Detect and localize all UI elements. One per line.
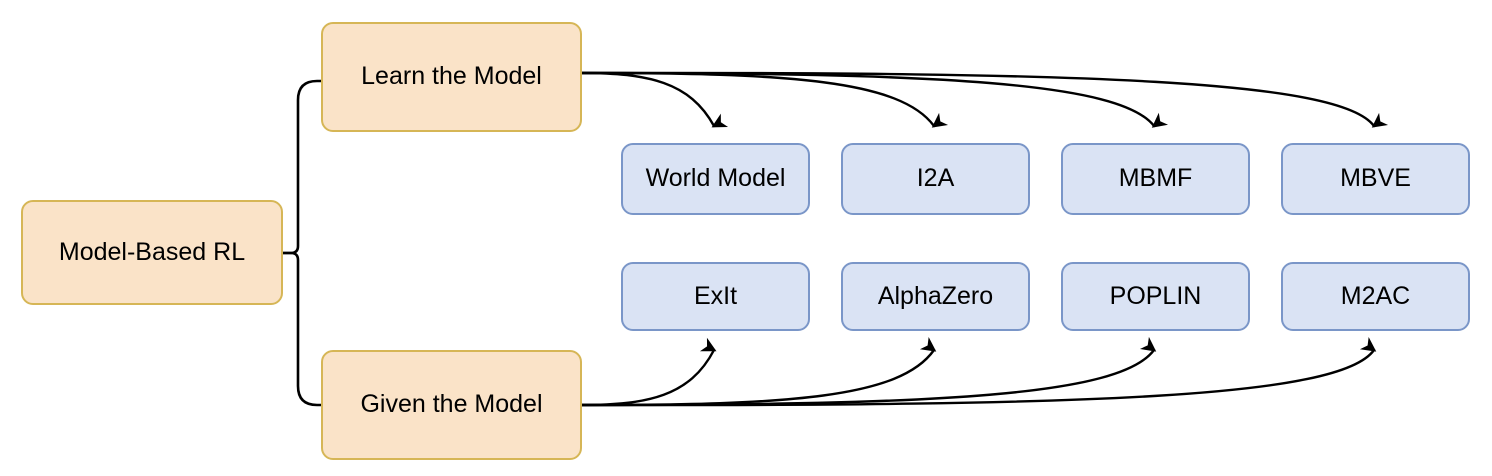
node-exit-label: ExIt xyxy=(693,281,738,310)
node-exit[interactable]: ExIt xyxy=(621,262,810,331)
edge-given-to-exit xyxy=(580,337,717,407)
node-m2ac-label: M2AC xyxy=(1340,281,1411,310)
node-learn-the-model[interactable]: Learn the Model xyxy=(321,22,582,132)
edge-learn-to-mbve xyxy=(580,71,1389,128)
edge-given-to-poplin xyxy=(580,336,1157,407)
node-world-model[interactable]: World Model xyxy=(621,143,810,215)
node-given-the-model[interactable]: Given the Model xyxy=(321,350,582,460)
node-world-model-label: World Model xyxy=(645,164,786,193)
node-learn-the-model-label: Learn the Model xyxy=(361,62,542,91)
edge-learn-to-world-model xyxy=(580,71,729,128)
edge-bracket-root-to-branches xyxy=(281,79,323,407)
node-mbve-label: MBVE xyxy=(1340,164,1411,193)
node-mbmf-label: MBMF xyxy=(1118,164,1193,193)
node-model-based-rl[interactable]: Model-Based RL xyxy=(21,200,283,305)
edge-given-to-m2ac xyxy=(580,336,1377,407)
edge-learn-to-i2a xyxy=(580,71,949,128)
node-model-based-rl-label: Model-Based RL xyxy=(58,237,246,266)
node-alphazero[interactable]: AlphaZero xyxy=(841,262,1030,331)
node-mbmf[interactable]: MBMF xyxy=(1061,143,1250,215)
edges-given-to-leaves xyxy=(580,336,1377,407)
node-alphazero-label: AlphaZero xyxy=(877,281,994,310)
node-m2ac[interactable]: M2AC xyxy=(1281,262,1470,331)
edges-learn-to-leaves xyxy=(580,71,1389,128)
node-i2a[interactable]: I2A xyxy=(841,143,1030,215)
edge-learn-to-mbmf xyxy=(580,71,1169,128)
node-i2a-label: I2A xyxy=(916,164,955,193)
node-mbve[interactable]: MBVE xyxy=(1281,143,1470,215)
node-poplin-label: POPLIN xyxy=(1109,281,1202,310)
edge-given-to-alphazero xyxy=(580,336,937,407)
node-given-the-model-label: Given the Model xyxy=(360,390,543,419)
node-poplin[interactable]: POPLIN xyxy=(1061,262,1250,331)
